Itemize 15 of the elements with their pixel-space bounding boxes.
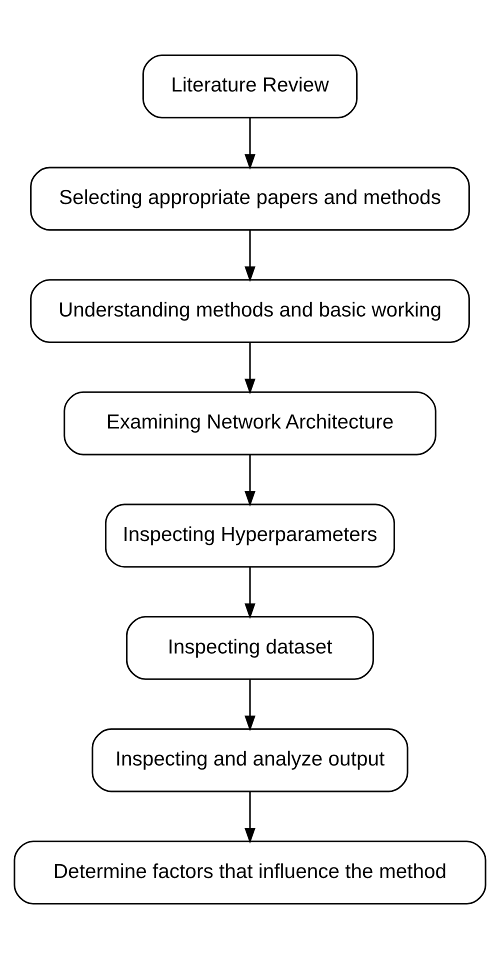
arrow <box>244 118 256 170</box>
node-box: Understanding methods and basic working <box>30 279 470 344</box>
node-box: Inspecting dataset <box>126 616 374 680</box>
node-box: Inspecting and analyze output <box>92 728 408 792</box>
node-box: Determine factors that influence the method <box>14 840 486 905</box>
arrow <box>244 567 256 619</box>
node-box: Inspecting Hyperparameters <box>104 504 396 568</box>
node-box: Selecting appropriate papers and methods <box>30 166 470 231</box>
node-box: Examining Network Architecture <box>64 391 436 456</box>
arrow <box>244 230 256 282</box>
arrow <box>244 792 256 844</box>
node-box: Literature Review <box>142 54 358 118</box>
arrow <box>244 679 256 732</box>
arrow <box>244 342 256 394</box>
arrow <box>244 454 256 507</box>
